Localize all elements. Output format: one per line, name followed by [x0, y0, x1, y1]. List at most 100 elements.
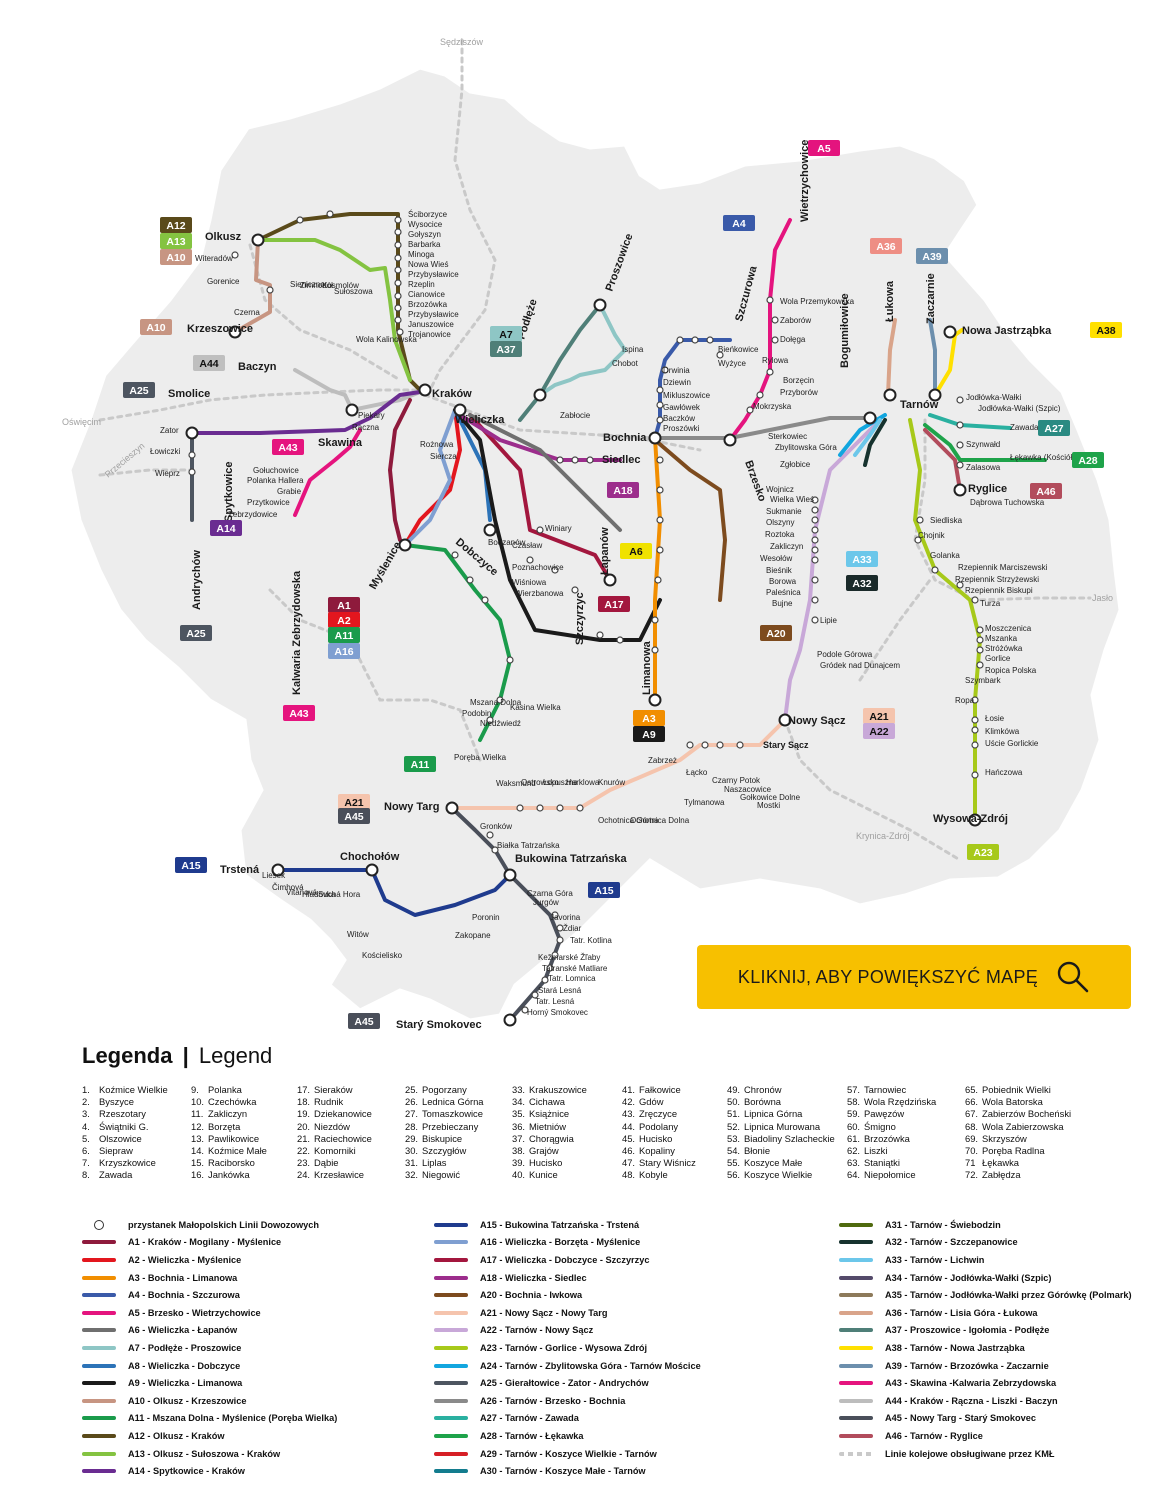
line-badge-a18[interactable]: A18	[607, 482, 639, 498]
line-badge-a10[interactable]: A10	[160, 249, 192, 265]
line-badge-a45[interactable]: A45	[348, 1013, 380, 1029]
route-stop[interactable]	[556, 924, 564, 932]
city-stop[interactable]	[271, 863, 285, 877]
line-badge-a14[interactable]: A14	[210, 520, 242, 536]
line-badge-a4[interactable]: A4	[723, 215, 755, 231]
line-badge-a6[interactable]: A6	[620, 543, 652, 559]
route-stop[interactable]	[766, 368, 774, 376]
line-badge-a21[interactable]: A21	[338, 794, 370, 810]
route-stop[interactable]	[541, 976, 549, 984]
route-stop[interactable]	[231, 251, 239, 259]
line-badge-a11[interactable]: A11	[404, 756, 436, 772]
route-stop[interactable]	[914, 536, 922, 544]
route-stop[interactable]	[971, 716, 979, 724]
route-stop[interactable]	[596, 631, 604, 639]
route-stop[interactable]	[521, 1006, 529, 1014]
route-stop[interactable]	[971, 771, 979, 779]
route-stop[interactable]	[506, 656, 514, 664]
route-stop[interactable]	[531, 991, 539, 999]
route-stop[interactable]	[976, 636, 984, 644]
route-stop[interactable]	[536, 804, 544, 812]
city-stop[interactable]	[778, 713, 792, 727]
city-stop[interactable]	[453, 403, 467, 417]
route-stop[interactable]	[746, 406, 754, 414]
city-stop[interactable]	[723, 433, 737, 447]
route-stop[interactable]	[394, 316, 402, 324]
line-badge-a27[interactable]: A27	[1038, 420, 1070, 436]
route-stop[interactable]	[656, 486, 664, 494]
line-badge-a15[interactable]: A15	[175, 857, 207, 873]
route-stop[interactable]	[491, 846, 499, 854]
line-badge-a38[interactable]: A38	[1090, 322, 1122, 338]
city-stop[interactable]	[251, 233, 265, 247]
route-stop[interactable]	[526, 556, 534, 564]
route-stop[interactable]	[451, 551, 459, 559]
line-badge-a16[interactable]: A16	[328, 643, 360, 659]
route-stop[interactable]	[956, 441, 964, 449]
line-badge-a33[interactable]: A33	[846, 551, 878, 567]
route-stop[interactable]	[701, 741, 709, 749]
route-stop[interactable]	[691, 336, 699, 344]
line-badge-a23[interactable]: A23	[967, 844, 999, 860]
line-badge-a25[interactable]: A25	[123, 382, 155, 398]
city-stop[interactable]	[943, 325, 957, 339]
route-stop[interactable]	[394, 279, 402, 287]
line-badge-a5[interactable]: A5	[808, 140, 840, 156]
route-stop[interactable]	[676, 336, 684, 344]
line-badge-a45[interactable]: A45	[338, 808, 370, 824]
city-stop[interactable]	[593, 298, 607, 312]
route-stop[interactable]	[551, 951, 559, 959]
route-stop[interactable]	[931, 566, 939, 574]
route-stop[interactable]	[188, 468, 196, 476]
route-stop[interactable]	[656, 401, 664, 409]
route-stop[interactable]	[551, 911, 559, 919]
route-stop[interactable]	[971, 726, 979, 734]
route-stop[interactable]	[516, 804, 524, 812]
route-stop[interactable]	[811, 556, 819, 564]
route-stop[interactable]	[296, 216, 304, 224]
line-badge-a7[interactable]: A7	[490, 326, 522, 342]
line-badge-a3[interactable]: A3	[633, 710, 665, 726]
city-stop[interactable]	[185, 426, 199, 440]
route-stop[interactable]	[556, 936, 564, 944]
route-stop[interactable]	[916, 516, 924, 524]
route-stop[interactable]	[716, 351, 724, 359]
city-stop[interactable]	[603, 573, 617, 587]
route-stop[interactable]	[394, 216, 402, 224]
route-stop[interactable]	[656, 456, 664, 464]
route-stop[interactable]	[811, 596, 819, 604]
route-stop[interactable]	[556, 456, 564, 464]
city-stop[interactable]	[365, 863, 379, 877]
route-stop[interactable]	[326, 210, 334, 218]
route-stop[interactable]	[481, 596, 489, 604]
route-stop[interactable]	[551, 566, 559, 574]
route-stop[interactable]	[394, 241, 402, 249]
line-badge-a17[interactable]: A17	[598, 596, 630, 612]
city-stop[interactable]	[953, 483, 967, 497]
route-stop[interactable]	[661, 366, 669, 374]
city-stop[interactable]	[863, 411, 877, 425]
line-badge-a13[interactable]: A13	[160, 233, 192, 249]
route-stop[interactable]	[706, 336, 714, 344]
city-stop[interactable]	[228, 325, 242, 339]
route-stop[interactable]	[396, 328, 404, 336]
city-stop[interactable]	[445, 801, 459, 815]
line-badge-a21[interactable]: A21	[863, 708, 895, 724]
city-stop[interactable]	[648, 693, 662, 707]
route-stop[interactable]	[956, 396, 964, 404]
route-stop[interactable]	[766, 296, 774, 304]
route-stop[interactable]	[956, 421, 964, 429]
route-stop[interactable]	[266, 286, 274, 294]
route-stop[interactable]	[394, 292, 402, 300]
network-map[interactable]: OlkuszKrzeszowiceBaczynSmoliceSkawinaKra…	[0, 0, 1161, 1040]
line-badge-a37[interactable]: A37	[490, 341, 522, 357]
line-badge-a2[interactable]: A2	[328, 612, 360, 628]
route-stop[interactable]	[656, 386, 664, 394]
city-stop[interactable]	[503, 1013, 517, 1027]
route-stop[interactable]	[811, 526, 819, 534]
route-stop[interactable]	[976, 646, 984, 654]
route-stop[interactable]	[811, 546, 819, 554]
route-stop[interactable]	[811, 616, 819, 624]
route-stop[interactable]	[466, 576, 474, 584]
